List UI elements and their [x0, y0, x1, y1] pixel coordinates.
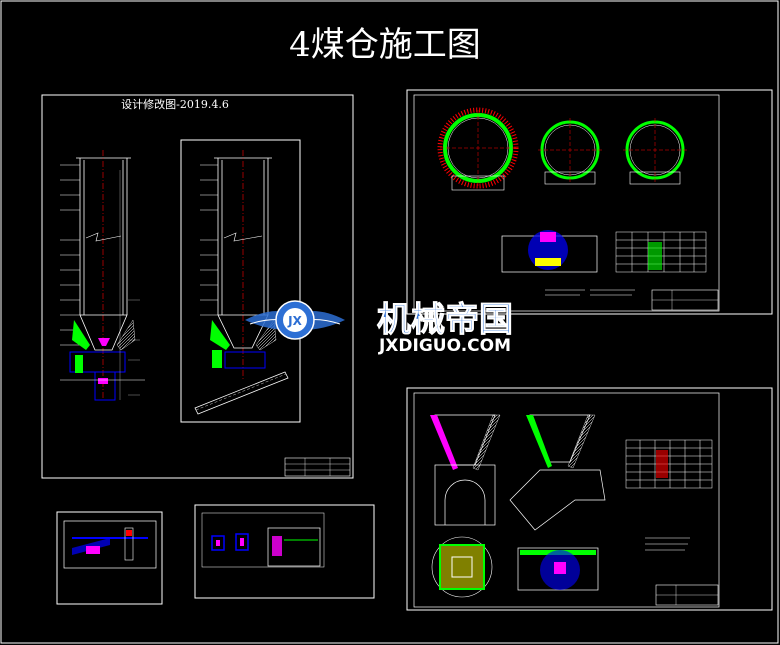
- main-title: 4煤仓施工图: [289, 25, 481, 65]
- revision-title: 设计修改图-2019.4.6: [121, 97, 229, 111]
- watermark-brand: 机械帝国: [377, 300, 513, 340]
- watermark-url: JXDIGUO.COM: [378, 336, 511, 356]
- sheet-small-detail: [56, 511, 163, 605]
- sheet-hopper-details: [406, 387, 773, 611]
- sheet-steel-details: [194, 504, 375, 599]
- sheet-silo-section: 设计修改图-2019.4.6: [41, 94, 354, 479]
- sheet-plan-sections: [406, 89, 773, 315]
- logo-letters: JX: [287, 314, 302, 328]
- watermark: JX 机械帝国 JXDIGUO.COM: [245, 300, 514, 356]
